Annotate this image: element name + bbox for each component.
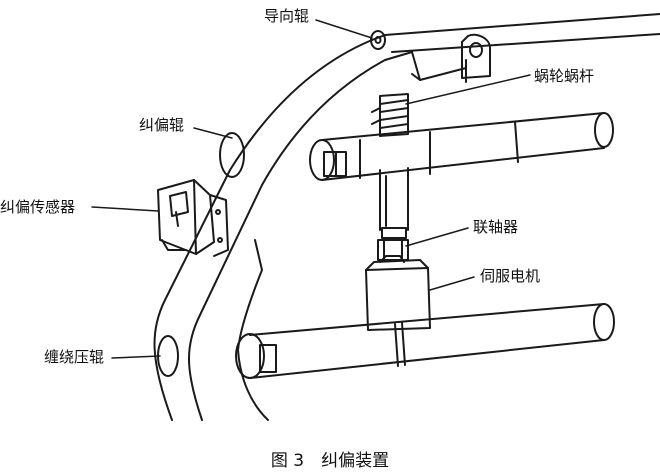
winding-press-roller <box>157 303 615 379</box>
label-coupling: 联轴器 <box>473 218 518 236</box>
correction-roller <box>219 112 614 181</box>
label-servo-motor: 伺服电机 <box>480 267 540 285</box>
label-worm-gear: 蜗轮蜗杆 <box>534 67 594 85</box>
servo-motor <box>365 255 431 331</box>
guide-roller <box>370 30 386 50</box>
correction-device-diagram: 导向辊 蜗轮蜗杆 纠偏辊 纠偏传感器 联轴器 伺服电机 缠绕压辊 <box>0 7 660 421</box>
label-winding-press-roller: 缠绕压辊 <box>44 348 104 366</box>
figure-caption: 图 3 纠偏装置 <box>270 451 390 471</box>
worm-gear <box>371 93 409 137</box>
label-correction-roller: 纠偏辊 <box>139 116 184 134</box>
leader-lines <box>91 19 531 359</box>
label-guide-roller: 导向辊 <box>264 7 309 25</box>
label-correction-sensor: 纠偏传感器 <box>0 198 75 216</box>
top-bracket <box>461 33 491 83</box>
correction-sensor <box>157 179 229 257</box>
drive-shaft <box>379 167 409 239</box>
